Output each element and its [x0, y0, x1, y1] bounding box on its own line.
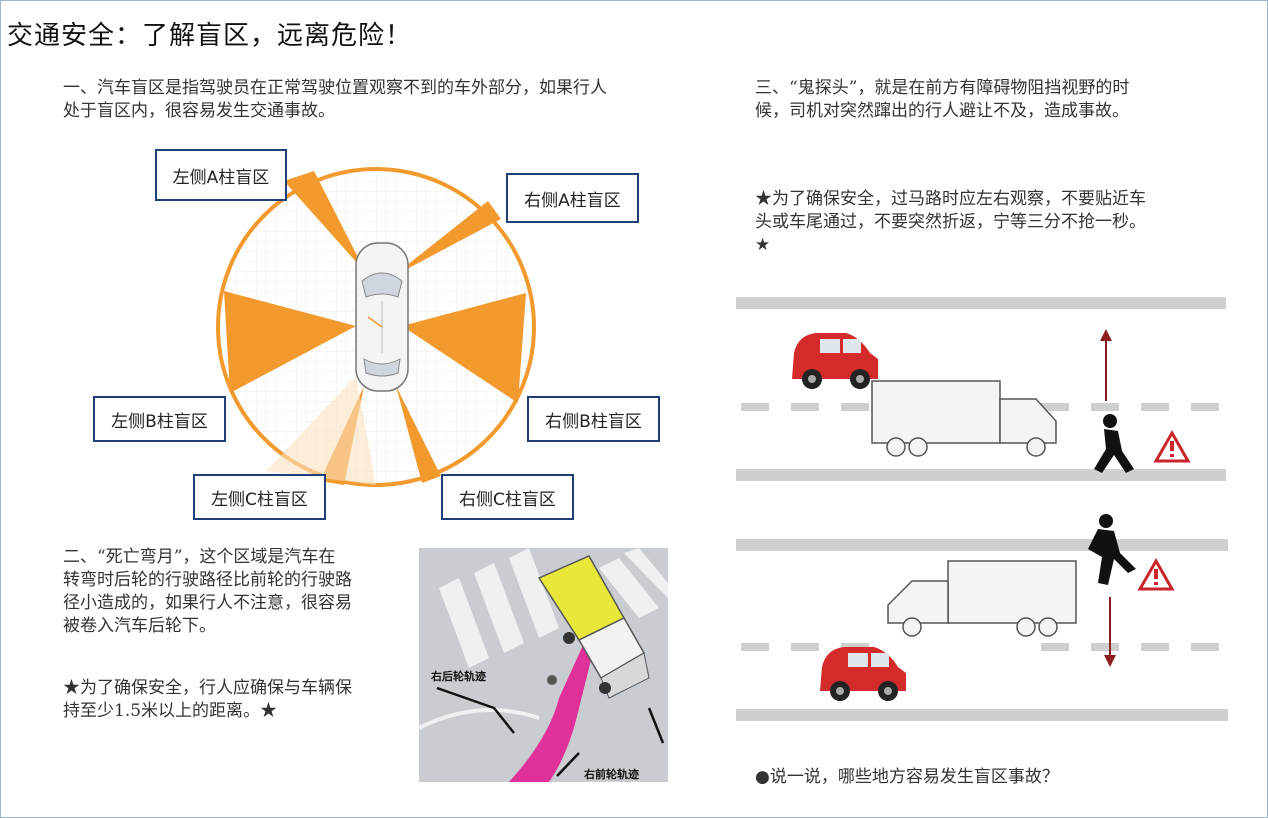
- section3-tip-line: ★: [755, 235, 771, 255]
- section2-line: 转弯时后轮的行驶路径比前轮的行驶路: [63, 570, 352, 590]
- rear-wheel-track-label: 右后轮轨迹: [430, 669, 486, 683]
- section1-line: 一、汽车盲区是指驾驶员在正常驾驶位置观察不到的车外部分，如果行人: [63, 78, 607, 98]
- truck-icon: [537, 555, 650, 699]
- left-a-wedge: [284, 171, 366, 273]
- rear-zone: [266, 376, 376, 485]
- warning-icon: [1137, 557, 1175, 591]
- section3-line: 三、“鬼探头”，就是在前方有障碍物阻挡视野的时: [755, 78, 1130, 98]
- section3-text: 三、“鬼探头”，就是在前方有障碍物阻挡视野的时 候，司机对突然蹿出的行人避让不及…: [755, 77, 1129, 123]
- ghost-probe-scene-1: [736, 291, 1228, 486]
- right-a-wedge: [392, 201, 501, 277]
- right-b-wedge: [402, 293, 526, 403]
- label-right-b-pillar: 右侧B柱盲区: [527, 396, 660, 442]
- truck-turn-illustration: 右后轮轨迹 右前轮轨迹: [419, 548, 668, 782]
- red-car-icon: [820, 647, 906, 701]
- section2-line: 二、“死亡弯月”，这个区域是汽车在: [63, 547, 336, 567]
- label-left-b-pillar: 左侧B柱盲区: [93, 396, 226, 442]
- discussion-question: ●说一说，哪些地方容易发生盲区事故？: [755, 767, 1059, 787]
- front-track-pointer: [556, 752, 580, 777]
- cyclist-icon: [547, 675, 557, 685]
- label-right-a-pillar: 右侧A柱盲区: [506, 173, 639, 223]
- section2-tip-line: ★为了确保安全，行人应确保与车辆保: [63, 678, 352, 698]
- running-pedestrian-icon: [1088, 514, 1136, 585]
- section3-tip-line: ★为了确保安全，过马路时应左右观察，不要贴近车: [755, 189, 1146, 209]
- section3-tip-line: 头或车尾通过，不要突然折返，宁等三分不抢一秒。: [755, 212, 1146, 232]
- inner-wheel-zone: [509, 643, 594, 782]
- right-c-wedge: [396, 386, 441, 483]
- truck-icon: [887, 560, 1077, 637]
- page-title: 交通安全：了解盲区，远离危险！: [7, 21, 413, 51]
- section2-text: 二、“死亡弯月”，这个区域是汽车在 转弯时后轮的行驶路径比前轮的行驶路 径小造成…: [63, 546, 352, 638]
- label-left-c-pillar: 左侧C柱盲区: [193, 474, 326, 520]
- section3-line: 候，司机对突然蹿出的行人避让不及，造成事故。: [755, 101, 1129, 121]
- section2-tip: ★为了确保安全，行人应确保与车辆保 持至少1.5米以上的距离。★: [63, 677, 352, 723]
- crosswalk: [439, 548, 668, 668]
- left-b-wedge: [224, 291, 356, 393]
- blindspot-diagram: [216, 167, 536, 487]
- running-pedestrian-icon: [1094, 414, 1134, 473]
- section3-tip: ★为了确保安全，过马路时应左右观察，不要贴近车 头或车尾通过，不要突然折返，宁等…: [755, 188, 1146, 257]
- ghost-probe-scene-2: [736, 509, 1228, 724]
- truck-icon: [871, 380, 1057, 457]
- rear-track-pointer: [436, 686, 515, 734]
- label-left-a-pillar: 左侧A柱盲区: [155, 149, 287, 201]
- section1-text: 一、汽车盲区是指驾驶员在正常驾驶位置观察不到的车外部分，如果行人 处于盲区内，很…: [63, 77, 607, 123]
- front-wheel-track-label: 右前轮轨迹: [583, 767, 639, 781]
- car-topview-icon: [355, 242, 409, 392]
- red-car-icon: [792, 333, 878, 389]
- section2-tip-line: 持至少1.5米以上的距离。★: [63, 701, 278, 721]
- label-right-c-pillar: 右侧C柱盲区: [441, 474, 574, 520]
- warning-icon: [1153, 429, 1191, 463]
- section2-line: 径小造成的，如果行人不注意，很容易: [63, 593, 352, 613]
- section2-line: 被卷入汽车后轮下。: [63, 616, 216, 636]
- section1-line: 处于盲区内，很容易发生交通事故。: [63, 101, 335, 121]
